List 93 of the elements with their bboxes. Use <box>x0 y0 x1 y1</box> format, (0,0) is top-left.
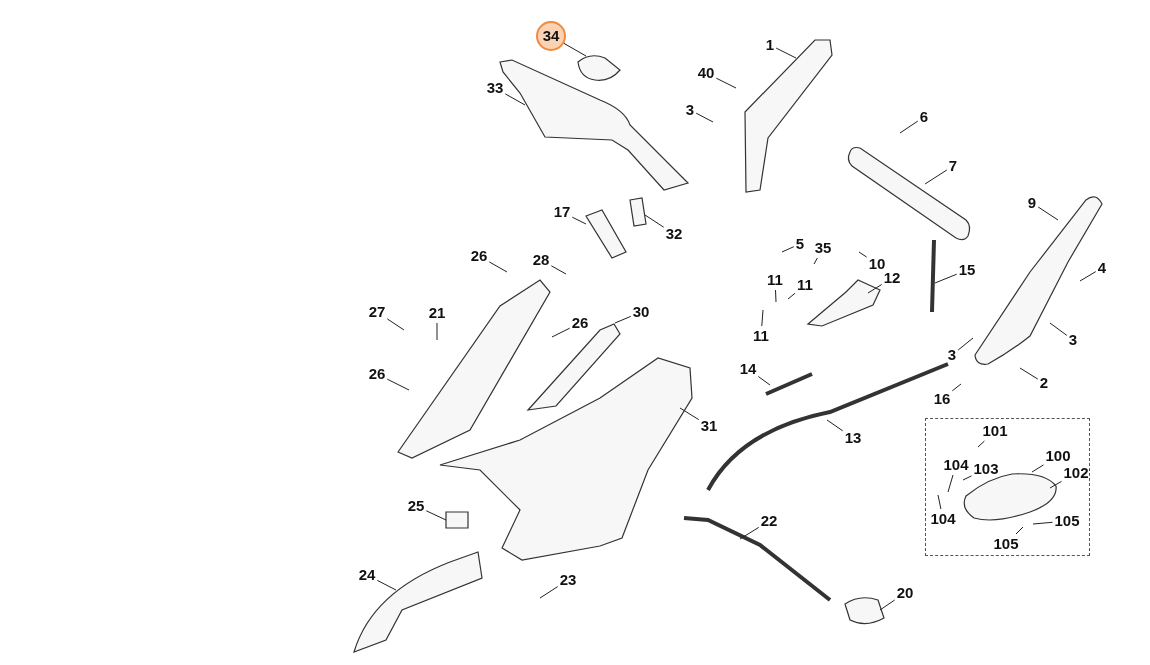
callout-number: 13 <box>844 430 862 446</box>
leader-line <box>775 289 777 303</box>
callout-number: 21 <box>428 305 446 321</box>
callout-number: 14 <box>739 361 757 377</box>
leader-line <box>1037 206 1059 221</box>
callout-number: 5 <box>795 236 805 252</box>
callout-number: 102 <box>1063 465 1089 481</box>
leader-line <box>951 383 962 392</box>
callout-number: 105 <box>1054 513 1080 529</box>
callout-number: 15 <box>958 262 976 278</box>
leader-line <box>977 440 985 448</box>
callout-number: 27 <box>368 304 386 320</box>
leader-line <box>488 261 508 273</box>
callout-number: 10 <box>868 256 886 272</box>
callout-number: 105 <box>993 536 1019 552</box>
callout-number: 20 <box>896 585 914 601</box>
leader-line <box>386 318 405 331</box>
leader-line <box>867 284 883 294</box>
leader-line <box>879 599 896 611</box>
callout-number: 2 <box>1039 375 1049 391</box>
leader-line <box>551 327 571 338</box>
callout-number: 23 <box>559 572 577 588</box>
callout-number: 9 <box>1027 195 1037 211</box>
callout-number: 3 <box>947 347 957 363</box>
leader-line <box>504 93 526 106</box>
leader-line <box>1015 526 1024 535</box>
leader-line <box>924 169 948 185</box>
callout-number: 12 <box>883 270 901 286</box>
leader-line <box>1019 367 1039 380</box>
leader-line <box>1079 271 1097 282</box>
leader-line <box>957 337 974 351</box>
callout-number: 101 <box>982 423 1008 439</box>
leader-line <box>826 419 844 432</box>
leader-line <box>775 47 797 59</box>
leader-line <box>425 510 447 521</box>
callout-number: 32 <box>665 226 683 242</box>
callout-number: 11 <box>753 328 769 344</box>
callout-number: 104 <box>943 457 969 473</box>
callout-number: 1 <box>765 37 775 53</box>
leader-line <box>644 214 665 228</box>
callout-number: 26 <box>368 366 386 382</box>
callout-number: 24 <box>358 567 376 583</box>
callout-number: 22 <box>760 513 778 529</box>
leader-line <box>858 251 868 258</box>
leader-line <box>539 586 559 599</box>
leader-line <box>679 407 700 421</box>
callout-number: 17 <box>553 204 571 220</box>
callout-number: 3 <box>1068 332 1078 348</box>
leader-line <box>947 474 954 493</box>
leader-line <box>1032 521 1053 525</box>
callout-number: 11 <box>797 277 813 293</box>
leader-line <box>899 120 919 134</box>
callout-number: 25 <box>407 498 425 514</box>
callout-number: 4 <box>1097 260 1107 276</box>
leader-line <box>571 216 587 225</box>
leader-line <box>781 246 795 253</box>
leader-line <box>715 77 737 89</box>
leader-line <box>757 376 771 386</box>
leader-line <box>1049 480 1062 489</box>
leader-line <box>739 526 760 540</box>
callout-number: 31 <box>700 418 718 434</box>
callout-number: 33 <box>486 80 504 96</box>
callout-number: 100 <box>1045 448 1071 464</box>
leader-line <box>787 292 796 300</box>
leader-line <box>761 309 764 327</box>
callout-number: 28 <box>532 252 550 268</box>
callout-number: 35 <box>814 240 832 256</box>
leader-line <box>1049 322 1068 336</box>
leader-line <box>436 322 438 341</box>
callout-number: 103 <box>973 461 999 477</box>
leader-line <box>563 42 587 57</box>
callout-number: 104 <box>930 511 956 527</box>
leader-line <box>614 315 632 324</box>
leader-line <box>813 257 818 265</box>
callout-number: 40 <box>697 65 715 81</box>
callout-number: 34 <box>536 21 566 51</box>
leader-line <box>934 273 958 284</box>
leader-line <box>550 265 567 275</box>
callout-number: 26 <box>470 248 488 264</box>
callout-number: 26 <box>571 315 589 331</box>
callout-number: 30 <box>632 304 650 320</box>
leader-line <box>937 494 942 510</box>
callout-number: 11 <box>767 272 783 288</box>
callout-number: 6 <box>919 109 929 125</box>
leader-line <box>695 112 714 123</box>
callout-number: 16 <box>933 391 951 407</box>
leader-line <box>376 579 397 591</box>
leader-line <box>386 378 410 391</box>
callout-number: 7 <box>948 158 958 174</box>
leader-line <box>1031 464 1044 473</box>
callout-number: 3 <box>685 102 695 118</box>
dashed-frame <box>925 418 1090 556</box>
leader-line <box>962 475 972 481</box>
